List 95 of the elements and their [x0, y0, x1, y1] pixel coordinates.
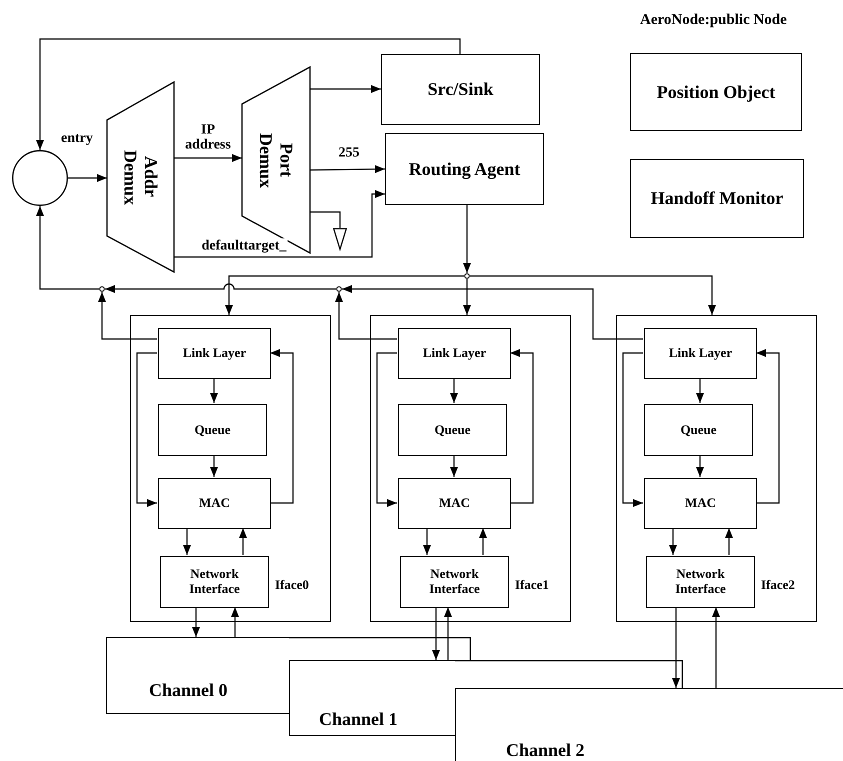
connector-arrow [225, 275, 464, 315]
process-box [158, 328, 271, 379]
node-label: MAC [438, 496, 470, 511]
connector-arrow [450, 378, 458, 403]
process-box [646, 556, 755, 608]
demux-trapezoid [107, 82, 174, 272]
process-box [158, 478, 271, 529]
node-label: MAC [198, 496, 230, 511]
connector-arrow [192, 607, 200, 637]
node-label: Link Layer [182, 346, 246, 361]
node-label: Network Interface [428, 567, 481, 597]
connector-arrow [510, 349, 534, 504]
process-box [398, 328, 511, 379]
diagram-title: AeroNode:public Node [640, 12, 787, 29]
node-label: Channel 2 [506, 740, 585, 761]
connector-arrow [136, 352, 157, 507]
drop-triangle [333, 228, 347, 250]
node-label: Port Demux [255, 132, 297, 190]
connector-arrow [423, 528, 431, 555]
process-box [381, 54, 540, 125]
process-box [160, 556, 269, 608]
connector-arrow [231, 607, 239, 637]
process-box [398, 404, 507, 456]
node-label: Network Interface [674, 567, 727, 597]
side-label: entry [61, 131, 93, 147]
process-box [400, 556, 509, 608]
connector-arrow [450, 455, 458, 477]
interface-frame [370, 315, 571, 622]
connector-arrow [342, 285, 643, 340]
node-label: Queue [194, 422, 231, 438]
node-label: Link Layer [668, 346, 732, 361]
process-box [644, 404, 753, 456]
connector-arrow [444, 607, 452, 660]
interface-frame [130, 315, 331, 622]
node-label: MAC [684, 496, 716, 511]
edge-label: defaulttarget_ [200, 238, 288, 254]
connector-arrow [335, 292, 397, 340]
connector-arrow [696, 455, 704, 477]
connector-arrow [183, 528, 191, 555]
process-box [644, 328, 757, 379]
connector-arrow [239, 528, 247, 555]
connector-arrow [725, 528, 733, 555]
connector-arrow [479, 528, 487, 555]
process-box [644, 478, 757, 529]
node-label: Network Interface [188, 567, 241, 597]
channel-box [289, 660, 455, 736]
process-box [630, 159, 804, 238]
connector-line [310, 211, 341, 228]
connector-arrow [463, 279, 471, 315]
connector-arrow [98, 292, 157, 340]
connector-arrow [696, 378, 704, 403]
connector-arrow [432, 607, 440, 660]
interface-label: Iface1 [515, 577, 549, 593]
connector-arrow [174, 190, 385, 258]
junction-dot [336, 286, 342, 292]
interface-frame [616, 315, 817, 622]
node-label: Src/Sink [428, 79, 494, 100]
node-label: Routing Agent [408, 158, 520, 180]
node-label: Queue [434, 422, 471, 438]
interface-label: Iface2 [761, 577, 795, 593]
connector-arrow [310, 85, 381, 93]
connector-arrow [270, 349, 294, 504]
junction-dot [464, 273, 470, 279]
connector-arrow [463, 205, 471, 273]
channel-box [455, 688, 843, 761]
node-label: Handoff Monitor [650, 188, 784, 209]
connector-arrow [174, 154, 242, 162]
connector-arrow [210, 455, 218, 477]
connector-arrow [376, 352, 397, 507]
connector-arrow [310, 165, 385, 174]
connector-arrow [36, 38, 461, 150]
process-box [398, 478, 511, 529]
process-box [385, 133, 544, 205]
channel-box [106, 637, 289, 714]
connector-arrow [470, 275, 716, 315]
connector-arrow [622, 352, 643, 507]
node-label: Queue [680, 422, 717, 438]
interface-label: Iface0 [275, 577, 309, 593]
process-box [158, 404, 267, 456]
connector-arrow [68, 174, 107, 182]
connector-arrow [712, 607, 720, 688]
node-label: Channel 1 [319, 709, 398, 730]
circle-node [12, 150, 68, 206]
node-label: Channel 0 [149, 680, 228, 701]
connector-arrow [756, 349, 780, 504]
node-label: Position Object [656, 82, 776, 102]
process-box [630, 53, 802, 131]
connector-arrow [669, 528, 677, 555]
connector-arrow [36, 206, 99, 290]
connector-arrow [210, 378, 218, 403]
node-label: Link Layer [422, 346, 486, 361]
connector-arrow [672, 607, 680, 688]
node-label: Addr Demux [120, 148, 162, 207]
connector-arrow [105, 283, 336, 293]
junction-dot [99, 286, 105, 292]
